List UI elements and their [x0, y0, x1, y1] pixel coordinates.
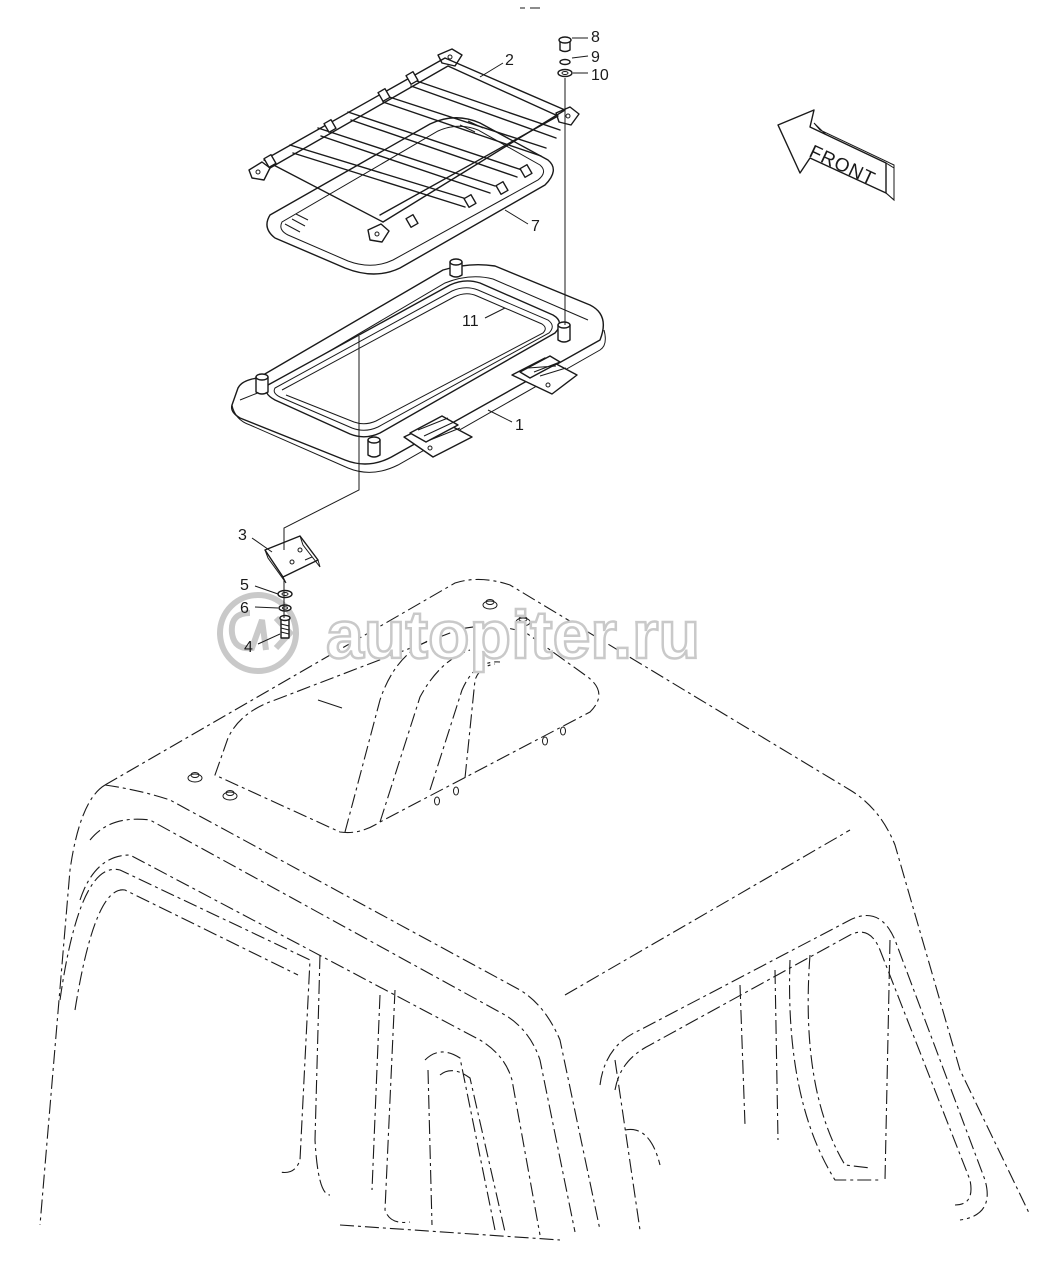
- frame-stud: [255, 373, 269, 395]
- cab-outline: [39, 578, 1031, 1241]
- callout-9: 9: [591, 49, 600, 66]
- callout-2: 2: [505, 52, 514, 69]
- fastener-stack-top: [557, 36, 573, 78]
- part-7-glass-panel: [266, 117, 554, 275]
- part-1-hatch-frame: [230, 258, 606, 473]
- callout-10: 10: [591, 67, 609, 84]
- callout-7: 7: [531, 218, 540, 235]
- watermark-text: autopiter.ru: [326, 597, 700, 673]
- part-2-guard-grille: [248, 48, 580, 243]
- leader-lines: [251, 37, 589, 645]
- callout-11: 11: [462, 313, 479, 330]
- callout-6: 6: [240, 600, 249, 617]
- part-3-bracket: [264, 535, 321, 584]
- frame-stud: [557, 321, 571, 343]
- watermark: autopiter.ru: [217, 592, 701, 674]
- callout-4: 4: [244, 639, 253, 656]
- frame-stud: [449, 258, 463, 278]
- hinge-left: [403, 415, 473, 458]
- assembly-lines: [283, 78, 566, 618]
- hinge-right: [511, 355, 578, 395]
- front-arrow: FRONT: [777, 109, 895, 202]
- callout-labels: 2 7 11 1 8 9 10 3 5 6 4: [238, 29, 609, 656]
- frame-stud: [367, 436, 381, 458]
- callout-5: 5: [240, 577, 249, 594]
- callout-8: 8: [591, 29, 600, 46]
- callout-3: 3: [238, 527, 247, 544]
- fastener-stack-bottom: [277, 589, 293, 639]
- callout-1: 1: [515, 417, 524, 434]
